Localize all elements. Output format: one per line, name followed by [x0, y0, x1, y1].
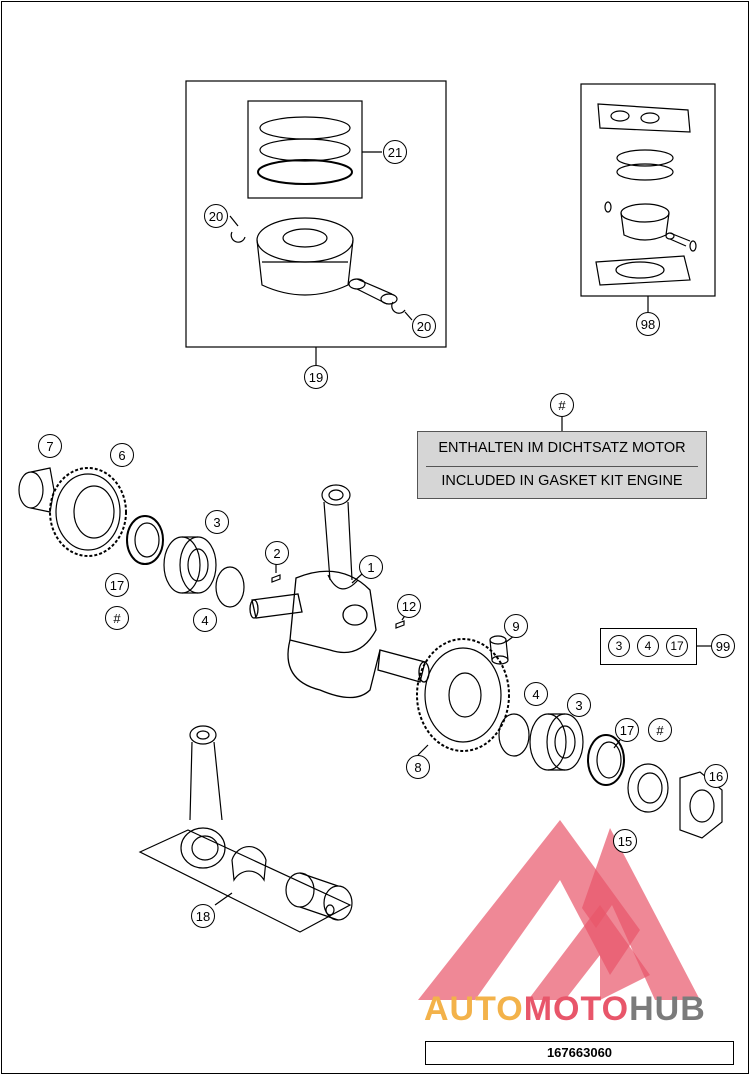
watermark-logo: AUTOMOTOHUB: [424, 990, 706, 1029]
primary-gear-6: [49, 467, 127, 557]
conrod-kit-18: [138, 725, 353, 933]
shim-4-left: [215, 566, 245, 608]
watermark-triangles: [418, 820, 700, 1000]
bearing-3-left: [163, 536, 217, 594]
gasket-note-german: ENTHALTEN IM DICHTSATZ MOTOR: [438, 440, 686, 456]
callout-set-4[interactable]: 4: [637, 635, 659, 657]
callout-21[interactable]: 21: [383, 140, 407, 164]
timing-gear-8: [416, 638, 510, 752]
callout-17-right[interactable]: 17: [615, 718, 639, 742]
piston: [256, 217, 354, 296]
callout-12[interactable]: 12: [397, 594, 421, 618]
callout-17-left[interactable]: 17: [105, 573, 129, 597]
callout-2[interactable]: 2: [265, 541, 289, 565]
circlip-right: [391, 301, 406, 314]
piston-pin: [348, 278, 398, 305]
bearing-set-box: [600, 628, 697, 665]
key-2: [271, 574, 281, 583]
key-12: [395, 620, 405, 629]
bearing-3-right: [529, 713, 584, 771]
callout-4-left[interactable]: 4: [193, 608, 217, 632]
callout-15[interactable]: 15: [613, 829, 637, 853]
callout-1[interactable]: 1: [359, 555, 383, 579]
callout-9[interactable]: 9: [504, 614, 528, 638]
callout-hash-right[interactable]: #: [648, 718, 672, 742]
washer-15: [627, 763, 669, 813]
callout-99[interactable]: 99: [711, 634, 735, 658]
callout-3-right[interactable]: 3: [567, 693, 591, 717]
gasket-kit-note: ENTHALTEN IM DICHTSATZ MOTOR INCLUDED IN…: [417, 431, 707, 499]
callout-hash-left[interactable]: #: [105, 606, 129, 630]
callout-set-17[interactable]: 17: [666, 635, 688, 657]
logo-hub: HUB: [629, 990, 706, 1028]
piston-rings: [257, 116, 353, 185]
callout-hash-gasket[interactable]: #: [550, 393, 574, 417]
gear-nut-7: [18, 467, 55, 513]
shim-4-right: [498, 713, 530, 757]
callout-20-left[interactable]: 20: [204, 204, 228, 228]
callout-set-3[interactable]: 3: [608, 635, 630, 657]
top-end-kit-box: [580, 83, 716, 297]
callout-3-left[interactable]: 3: [205, 510, 229, 534]
gasket-note-divider: [426, 466, 698, 467]
callout-4-right[interactable]: 4: [524, 682, 548, 706]
base-gasket: [595, 255, 691, 286]
callout-98[interactable]: 98: [636, 312, 660, 336]
crankshaft: [249, 570, 430, 699]
callout-7[interactable]: 7: [38, 434, 62, 458]
piston-rings-box: [247, 100, 363, 199]
gasket-note-english: INCLUDED IN GASKET KIT ENGINE: [441, 473, 683, 489]
pin-9: [489, 635, 509, 665]
callout-8[interactable]: 8: [406, 755, 430, 779]
circlip-left: [230, 231, 246, 243]
callout-19[interactable]: 19: [304, 365, 328, 389]
callout-16[interactable]: 16: [704, 764, 728, 788]
shaft-seal-17-right: [587, 734, 625, 786]
logo-moto: MOTO: [523, 990, 630, 1028]
document-number: 167663060: [425, 1041, 734, 1065]
shaft-seal-17-left: [126, 515, 164, 565]
callout-6[interactable]: 6: [110, 443, 134, 467]
crank-nut-16: [679, 771, 723, 839]
callout-18[interactable]: 18: [191, 904, 215, 928]
logo-auto: AUTO: [424, 990, 524, 1028]
connecting-rod: [321, 484, 359, 590]
callout-20-right[interactable]: 20: [412, 314, 436, 338]
head-gasket: [597, 103, 691, 133]
